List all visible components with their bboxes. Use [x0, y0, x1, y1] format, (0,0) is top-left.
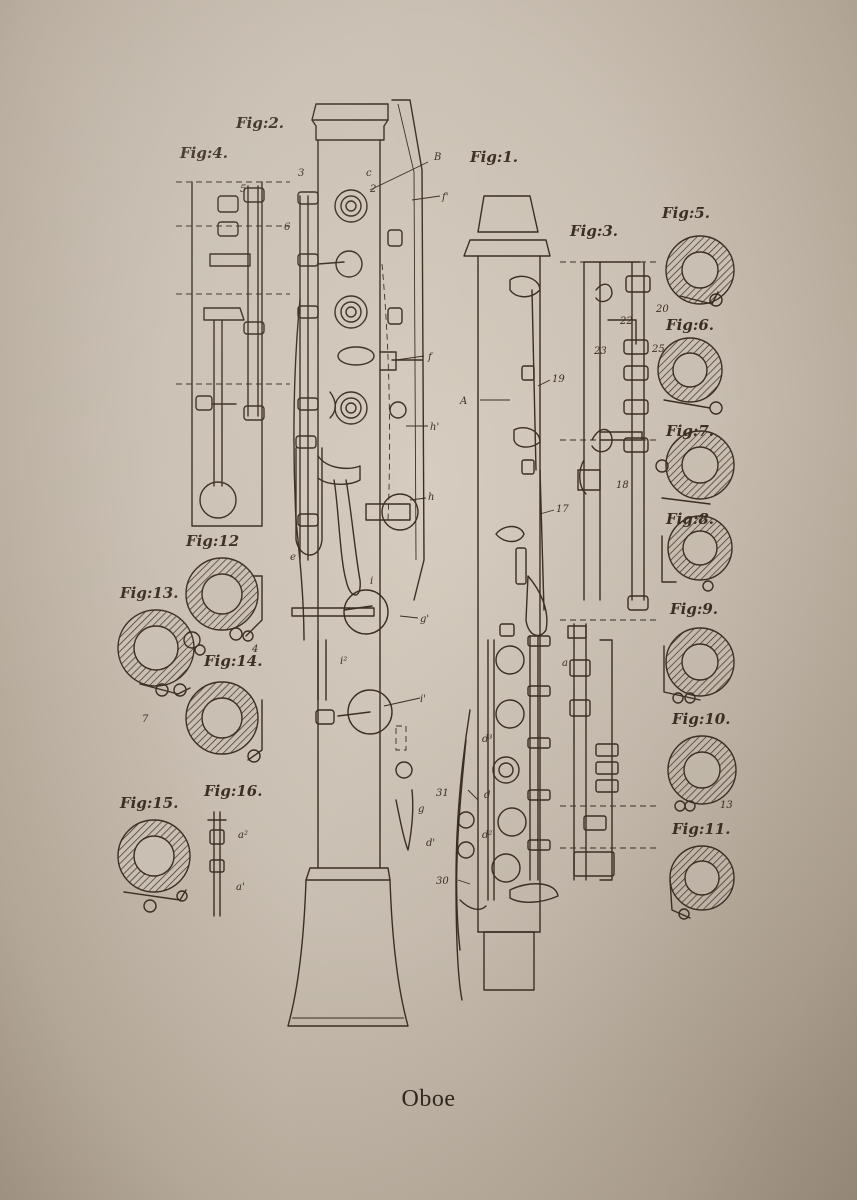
fig2-key-mechanism [291, 191, 423, 851]
fig13-ring [117, 609, 206, 697]
fig16-detail [207, 811, 227, 917]
callout-n2: 2 [369, 184, 376, 195]
callout-d1: d' [426, 838, 435, 849]
fig11-label: Fig:11. [671, 820, 730, 838]
fig5-ring [665, 235, 735, 307]
callout-n18: 18 [616, 480, 629, 491]
fig2-label: Fig:2. [235, 114, 284, 132]
reference-callouts: B f' f h' h g' i i' i² g c 3 2 e A 19 17… [142, 152, 733, 893]
callout-a1: a' [236, 882, 245, 893]
callout-n4: 4 [251, 644, 258, 655]
callout-30: 30 [436, 876, 449, 887]
callout-a2: a² [238, 830, 248, 841]
fig11-ring [669, 845, 735, 920]
fig15-label: Fig:15. [119, 794, 178, 812]
callout-31: 31 [436, 788, 449, 799]
fig14-label: Fig:14. [203, 652, 262, 670]
callout-n13: 13 [720, 800, 733, 811]
poster-title: Oboe [401, 1086, 456, 1112]
callout-h: h [428, 492, 434, 503]
callout-n3: 3 [298, 168, 304, 179]
leader-lines [369, 161, 555, 885]
callout-f: f [427, 352, 434, 363]
callout-i1: i' [420, 694, 426, 705]
fig4-label: Fig:4. [179, 144, 228, 162]
callout-d2: d² [482, 830, 492, 841]
callout-n7: 7 [142, 714, 149, 725]
callout-B: B [433, 152, 441, 163]
callout-n6: 6 [284, 222, 291, 233]
callout-n25: 25 [651, 344, 665, 355]
fig6-ring [657, 337, 723, 415]
fig2-ring-keys [317, 189, 393, 735]
callout-n22: 22 [619, 316, 633, 327]
fig8-label: Fig:8. [665, 510, 714, 528]
callout-d: d [484, 790, 490, 801]
fig1-label: Fig:1. [469, 148, 518, 166]
callout-g1: g' [420, 614, 429, 625]
callout-19: 19 [552, 374, 565, 385]
callout-i2: i² [340, 656, 347, 667]
callout-h1: h' [430, 422, 439, 433]
fig7-ring [655, 430, 735, 505]
fig2-oboe-body [287, 99, 425, 1027]
fig8-ring [661, 515, 733, 592]
fig16-label: Fig:16. [203, 782, 262, 800]
fig14-ring [185, 681, 263, 763]
fig9-ring [663, 627, 735, 704]
fig13-label: Fig:13. [119, 584, 178, 602]
callout-A: A [459, 396, 467, 407]
callout-d3: d³ [482, 734, 492, 745]
callout-17: 17 [556, 504, 569, 515]
callout-g: g [418, 804, 424, 815]
callout-f1: f' [441, 192, 448, 203]
fig12-ring [185, 557, 263, 642]
fig7-label: Fig:7. [665, 422, 714, 440]
fig10-label: Fig:10. [671, 710, 730, 728]
callout-n20: 20 [655, 304, 669, 315]
fig4-detail [176, 181, 290, 527]
callout-c: c [366, 168, 372, 179]
callout-n23: 23 [593, 346, 607, 357]
callout-i: i [370, 576, 373, 587]
callout-a: a [562, 658, 568, 669]
left-ring-figures [117, 557, 263, 917]
fig5-label: Fig:5. [661, 204, 710, 222]
right-ring-figures [655, 235, 737, 920]
callout-e: e [290, 552, 296, 563]
fig9-label: Fig:9. [669, 600, 718, 618]
fig1-oboe-side [455, 195, 559, 1001]
fig3-label: Fig:3. [569, 222, 618, 240]
callout-n5: 5 [240, 184, 246, 195]
fig10-ring [667, 735, 737, 812]
fig15-ring [117, 819, 191, 913]
figure-labels: Fig:2. Fig:4. Fig:1. Fig:3. Fig:5. Fig:6… [119, 114, 730, 838]
fig3-mechanism [560, 261, 660, 881]
fig12-label: Fig:12 [185, 532, 239, 550]
fig6-label: Fig:6. [665, 316, 714, 334]
